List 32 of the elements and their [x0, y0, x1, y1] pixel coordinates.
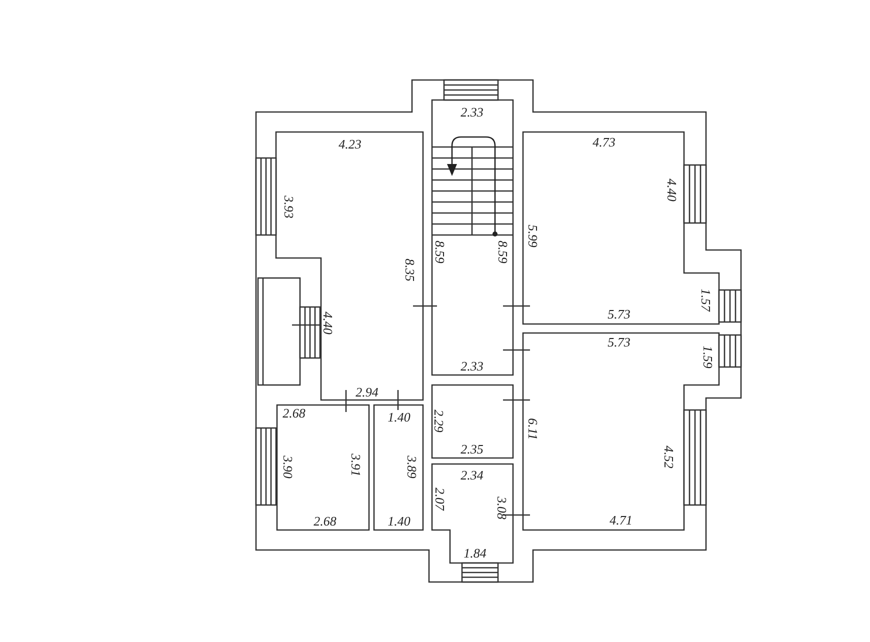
dimension-label: 3.93: [282, 196, 296, 218]
dimension-label: 3.91: [350, 454, 362, 476]
dimension-label: 2.33: [460, 106, 484, 118]
dimension-label: 5.73: [608, 336, 630, 348]
dimension-label: 2.94: [356, 386, 378, 398]
dimension-label: 8.35: [404, 258, 416, 282]
dimension-label: 1.40: [388, 514, 410, 528]
dimension-label: 3.89: [406, 456, 418, 478]
dimension-label: 3.08: [496, 496, 508, 520]
dimension-label: 2.29: [432, 410, 446, 432]
dimension-label: 2.68: [314, 514, 336, 528]
dimension-label: 2.68: [282, 406, 306, 420]
dimension-label: 2.33: [460, 360, 484, 372]
dimension-label: 8.59: [434, 240, 446, 264]
dimension-label: 2.34: [460, 468, 484, 482]
dimension-label: 4.40: [322, 312, 334, 334]
dimension-label: 2.07: [434, 488, 446, 510]
dimension-label: 3.90: [282, 456, 294, 478]
dimension-label: 4.73: [592, 136, 616, 148]
dimension-label: 4.52: [662, 446, 676, 468]
dimension-label: 4.40: [666, 178, 678, 202]
dimension-label: 1.59: [702, 346, 714, 368]
dimension-label: 1.40: [388, 410, 410, 424]
dimension-label: 5.73: [608, 308, 630, 320]
dimension-label: 1.57: [700, 288, 712, 312]
dimension-label: 2.35: [460, 442, 484, 456]
dimension-label: 8.59: [496, 240, 510, 264]
dimension-label: 4.23: [338, 138, 362, 150]
dimension-label: 6.11: [526, 418, 540, 440]
dimension-label: 1.84: [464, 546, 486, 560]
dimension-label: 4.71: [610, 514, 632, 526]
dimension-label: 5.99: [526, 224, 540, 248]
